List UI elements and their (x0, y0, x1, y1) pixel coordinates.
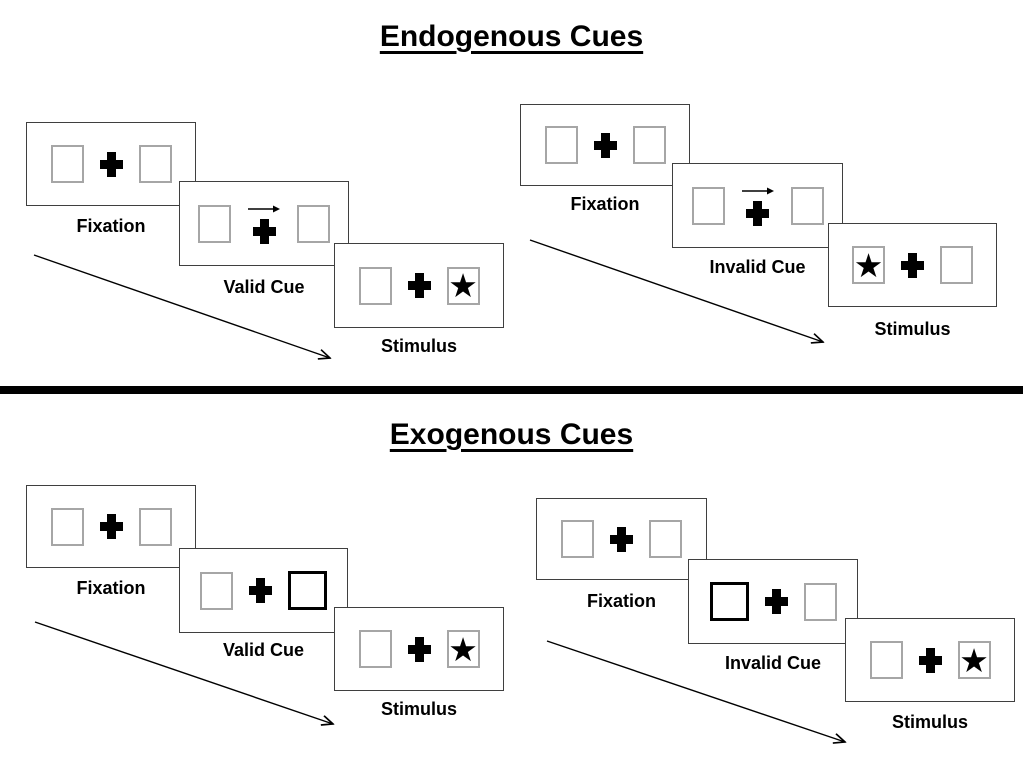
panel-label-fixation: Fixation (586, 591, 656, 611)
right-box (297, 204, 330, 243)
panel-stimulus: ★ (334, 243, 504, 328)
fixation-cross-icon (901, 252, 924, 278)
left-box-highlighted-cue (709, 582, 749, 621)
timeline-arrow-endogenous-invalid (529, 239, 823, 342)
panel-label-stimulus: Stimulus (380, 699, 457, 719)
panel-label-valid-cue: Valid Cue (223, 277, 305, 297)
right-box (138, 507, 172, 546)
timeline-arrow-endogenous-valid (33, 254, 330, 358)
right-arrow-cue-icon (741, 187, 774, 194)
right-box (803, 582, 837, 621)
section-title-exogenous: Exogenous Cues (389, 418, 634, 451)
left-box (50, 507, 84, 546)
left-box (561, 520, 594, 558)
right-arrow-cue-icon (248, 205, 280, 212)
panel-stimulus: ★ (845, 618, 1015, 702)
panel-label-invalid-cue: Invalid Cue (709, 257, 806, 277)
fixation-cross-icon (918, 647, 942, 673)
fixation-cross-icon (746, 200, 769, 226)
star-stimulus-icon: ★ (448, 630, 478, 668)
panel-invalid-cue (688, 559, 858, 644)
right-box (138, 145, 172, 183)
right-box: ★ (446, 630, 480, 668)
right-box (790, 186, 824, 225)
right-box: ★ (446, 266, 480, 305)
section-title-endogenous: Endogenous Cues (379, 20, 644, 53)
fixation-cross-icon (99, 514, 123, 539)
panel-stimulus: ★ (334, 607, 504, 691)
left-box (50, 145, 84, 183)
fixation-cross-icon (407, 636, 431, 662)
panel-fixation (26, 485, 196, 568)
left-box (198, 204, 231, 243)
panel-label-stimulus: Stimulus (891, 712, 968, 732)
panel-label-invalid-cue: Invalid Cue (724, 653, 822, 673)
fixation-cross-icon (407, 273, 431, 298)
right-box (649, 520, 682, 558)
left-box (869, 641, 903, 679)
panel-label-stimulus: Stimulus (874, 319, 951, 339)
star-stimulus-icon: ★ (853, 246, 884, 284)
panel-valid-cue (179, 548, 348, 633)
panel-invalid-cue (672, 163, 843, 248)
left-box (200, 571, 233, 610)
panel-label-fixation: Fixation (76, 216, 146, 236)
panel-label-stimulus: Stimulus (380, 336, 457, 356)
panel-fixation (26, 122, 196, 206)
fixation-cross-icon (610, 526, 633, 552)
right-box-highlighted-cue (288, 571, 327, 610)
left-box (358, 266, 392, 305)
timeline-arrow-exogenous-valid (34, 621, 333, 724)
panel-fixation (520, 104, 690, 186)
left-box: ★ (852, 246, 885, 284)
right-box (632, 126, 666, 164)
star-stimulus-icon: ★ (959, 641, 989, 679)
panel-label-valid-cue: Valid Cue (222, 640, 305, 660)
right-box (940, 246, 973, 284)
right-box: ★ (957, 641, 991, 679)
fixation-cross-icon (593, 132, 617, 158)
panel-label-fixation: Fixation (570, 194, 640, 214)
panel-valid-cue (179, 181, 349, 266)
fixation-cross-icon (764, 589, 788, 614)
fixation-cross-icon (252, 218, 276, 244)
fixation-cross-icon (99, 151, 123, 177)
left-box (691, 186, 725, 225)
fixation-cross-icon (249, 578, 272, 603)
star-stimulus-icon: ★ (448, 267, 478, 304)
panel-fixation (536, 498, 707, 580)
panel-label-fixation: Fixation (76, 578, 146, 598)
section-divider (0, 386, 1023, 394)
left-box (358, 630, 392, 668)
panel-stimulus: ★ (828, 223, 997, 307)
left-box (544, 126, 578, 164)
